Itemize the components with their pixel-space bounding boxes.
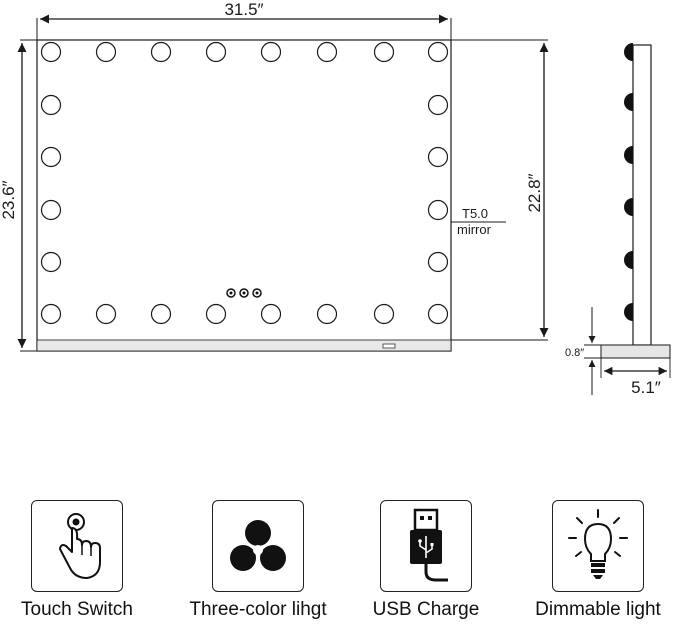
mirror-height-label: 22.8″ — [525, 173, 544, 212]
bulb-top-5 — [260, 41, 282, 63]
bulb-top-3 — [150, 41, 172, 63]
bulb-bottom-4 — [205, 303, 227, 325]
side-bulb-1 — [624, 43, 633, 61]
mirror-height-dimension: 22.8″ — [451, 39, 549, 341]
side-bulb-6 — [624, 303, 633, 321]
side-bulb-group — [624, 43, 633, 321]
bulb-right-3 — [427, 199, 449, 221]
touch-finger-icon — [31, 500, 123, 592]
base-height-label: 0.8″ — [565, 347, 584, 359]
depth-dimension: 5.1″ — [600, 358, 671, 397]
bulb-right-4 — [427, 251, 449, 273]
bulb-top-8 — [427, 41, 449, 63]
feature-label: USB Charge — [372, 599, 480, 620]
bulb-top-6 — [316, 41, 338, 63]
usb-port — [382, 343, 396, 349]
bulb-right-2 — [427, 146, 449, 168]
side-base — [600, 344, 671, 359]
side-bulb-4 — [624, 198, 633, 216]
width-dimension: 31.5″ — [36, 0, 452, 40]
bulb-bottom-3 — [150, 303, 172, 325]
bulb-right-1 — [427, 94, 449, 116]
width-label: 31.5″ — [224, 0, 263, 19]
feature-dimmable-light: Dimmable light — [518, 500, 678, 621]
mirror-base-strip — [36, 339, 452, 352]
bulb-bottom-8 — [427, 303, 449, 325]
bulb-bottom-5 — [260, 303, 282, 325]
bulb-bottom-2 — [95, 303, 117, 325]
bulb-top-4 — [205, 41, 227, 63]
mirror-dimension-diagram: 31.5″ 23.6″ 22.8″ T5.0 mirror 0.8″ — [0, 0, 671, 397]
side-bulb-3 — [624, 146, 633, 164]
mirror-front-view — [36, 39, 452, 352]
bulb-bottom-7 — [373, 303, 395, 325]
mirror-thickness-callout: T5.0 mirror — [451, 206, 506, 237]
bulb-top-7 — [373, 41, 395, 63]
mirror-thickness-line2: mirror — [457, 222, 492, 237]
bulb-top-1 — [40, 41, 62, 63]
height-dimension: 23.6″ — [0, 39, 37, 352]
base-height-dimension: 0.8″ — [565, 307, 601, 395]
usb-plug-icon — [380, 500, 472, 592]
feature-three-color-light: Three-color lihgt — [178, 500, 338, 621]
feature-touch-switch: Touch Switch — [0, 500, 157, 621]
mirror-frame — [36, 39, 452, 352]
bulb-left-1 — [40, 94, 62, 116]
bulb-group — [40, 41, 449, 325]
touch-buttons — [226, 288, 262, 298]
mirror-thickness-line1: T5.0 — [462, 206, 488, 221]
bulb-left-3 — [40, 199, 62, 221]
height-label: 23.6″ — [0, 180, 18, 219]
bulb-bottom-6 — [316, 303, 338, 325]
depth-label: 5.1″ — [631, 378, 661, 397]
feature-label: Dimmable light — [535, 599, 661, 620]
feature-label: Three-color lihgt — [189, 599, 327, 620]
bulb-left-4 — [40, 251, 62, 273]
light-bulb-icon — [552, 500, 644, 592]
three-color-icon — [212, 500, 304, 592]
bulb-top-2 — [95, 41, 117, 63]
feature-usb-charge: USB Charge — [346, 500, 506, 621]
side-bulb-5 — [624, 251, 633, 269]
bulb-left-2 — [40, 146, 62, 168]
mirror-side-view — [600, 43, 671, 359]
feature-label: Touch Switch — [21, 599, 133, 620]
bulb-bottom-1 — [40, 303, 62, 325]
side-mirror-panel — [632, 44, 652, 346]
side-bulb-2 — [624, 93, 633, 111]
